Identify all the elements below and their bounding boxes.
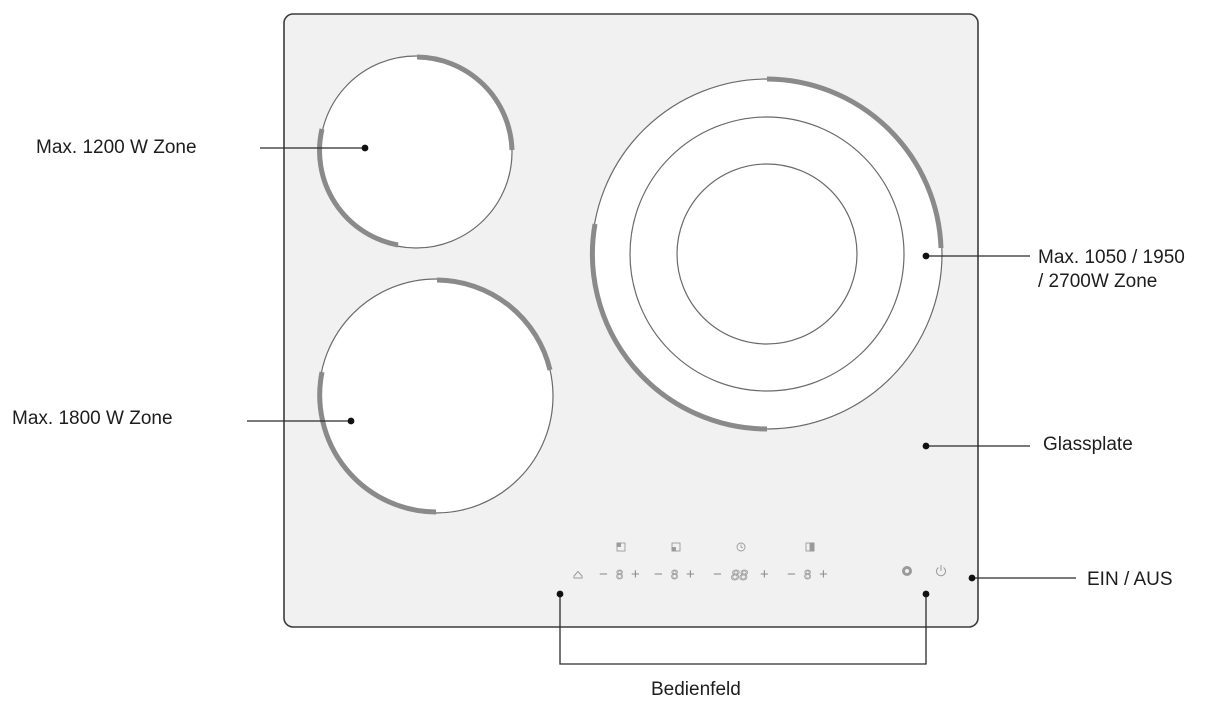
zone-triple-middle [629, 116, 905, 392]
zone-right-icon [805, 542, 815, 552]
cooking-zone-1800w [317, 277, 554, 515]
timer-minus-button[interactable]: − [713, 566, 722, 583]
zone-bottom-left-icon [671, 542, 681, 552]
cooking-zone-1200w [317, 54, 515, 249]
zone1-plus-button[interactable]: + [631, 566, 640, 583]
zone-triple-arc-left [589, 223, 768, 432]
power-icon[interactable] [936, 565, 946, 577]
timer-display: 88 [731, 567, 748, 584]
label-control-panel: Bedienfeld [651, 679, 741, 700]
label-glass-plate: Glassplate [1043, 434, 1133, 455]
cooking-zone-triple [589, 76, 944, 432]
zone2-minus-button[interactable]: − [654, 566, 663, 583]
label-on-off: EIN / AUS [1087, 569, 1173, 590]
zone3-level-display: 8 [804, 567, 811, 582]
leader-panel-bracket [559, 594, 927, 665]
label-zone-triple-line1: Max. 1050 / 1950 [1038, 247, 1185, 268]
zone3-minus-button[interactable]: − [787, 566, 796, 583]
label-zone-triple-line2: / 2700W Zone [1038, 271, 1158, 292]
zone2-plus-button[interactable]: + [686, 566, 695, 583]
zone1-level-display: 8 [616, 567, 623, 582]
timer-plus-button[interactable]: + [760, 566, 769, 583]
booster-icon[interactable] [902, 566, 912, 576]
zone2-level-display: 8 [671, 567, 678, 582]
leader-lines [247, 147, 1076, 665]
zone-1800-arc-top [436, 277, 553, 371]
zone-1200-arc-left [317, 128, 399, 248]
zone-1800-arc-left [317, 371, 437, 515]
zone1-minus-button[interactable]: − [599, 566, 608, 583]
zone-triple-arc-right [766, 76, 944, 249]
label-zone-1800w: Max. 1800 W Zone [12, 408, 173, 429]
lock-icon[interactable] [573, 570, 583, 579]
leader-dots [347, 144, 976, 598]
zone-top-left-icon [616, 542, 626, 552]
timer-icon [736, 542, 746, 552]
label-zone-triple: Max. 1050 / 1950 / 2700W Zone [1038, 246, 1228, 294]
control-panel-row: − 8 + − 8 + − 88 + − 8 + [573, 565, 946, 584]
zone-triple-inner [676, 163, 858, 345]
label-zone-1200w: Max. 1200 W Zone [36, 137, 197, 158]
control-icons-row [616, 542, 815, 552]
zone3-plus-button[interactable]: + [819, 566, 828, 583]
zone-1200-arc-top [416, 54, 515, 151]
